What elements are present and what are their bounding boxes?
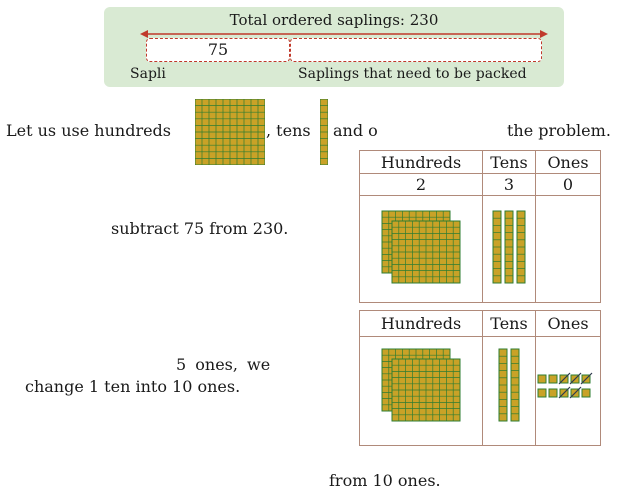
intro-text-4: the problem.: [507, 121, 611, 140]
intro-text-3: and o: [333, 121, 378, 140]
cross-out-mark: [580, 372, 593, 385]
cross-out-mark: [569, 372, 582, 385]
step1-text: subtract 75 from 230.: [111, 219, 289, 238]
t1-blocks-hundreds: [359, 195, 483, 303]
t1-header-hundreds: Hundreds: [359, 150, 483, 174]
place-value-table-2: Hundreds Tens Ones: [359, 310, 601, 446]
step3-text: from 10 ones.: [329, 471, 441, 490]
t1-header-tens: Tens: [482, 150, 536, 174]
step2-line2: change 1 ten into 10 ones.: [25, 377, 241, 396]
cross-out-mark: [558, 386, 571, 399]
hundreds-block: [391, 358, 461, 422]
one-cube: [548, 374, 558, 384]
hundreds-block: [391, 220, 461, 284]
one-cube: [537, 374, 547, 384]
tens-rod: [492, 210, 502, 284]
intro-text-2: , tens: [266, 121, 311, 140]
tens-rod-icon: [320, 99, 328, 165]
t1-header-ones: Ones: [535, 150, 601, 174]
t1-value-ones: 0: [535, 173, 601, 196]
intro-text-1: Let us use hundreds: [6, 121, 172, 140]
tens-rod: [516, 210, 526, 284]
t2-blocks-hundreds: [359, 336, 483, 446]
segment-75: 75: [146, 38, 290, 62]
segment-right-label: Saplings that need to be packed: [298, 66, 527, 82]
t2-header-ones: Ones: [535, 310, 601, 337]
tens-rod: [510, 348, 520, 422]
hundreds-block-icon: [195, 99, 265, 165]
t2-blocks-ones: [535, 336, 601, 446]
tens-rod: [498, 348, 508, 422]
segment-left-label: Sapli: [130, 66, 166, 82]
place-value-table-1: Hundreds Tens Ones 2 3 0: [359, 150, 601, 303]
one-cube: [581, 388, 591, 398]
segment-remaining: [290, 38, 542, 62]
one-cube: [548, 388, 558, 398]
step2-line1: 5 ones, we: [176, 355, 271, 374]
tens-rod: [504, 210, 514, 284]
cross-out-mark: [569, 386, 582, 399]
t1-value-hundreds: 2: [359, 173, 483, 196]
t2-header-hundreds: Hundreds: [359, 310, 483, 337]
t1-value-tens: 3: [482, 173, 536, 196]
cross-out-mark: [558, 372, 571, 385]
total-arrow: [140, 30, 548, 38]
t1-blocks-ones: [535, 195, 601, 303]
banner-title: Total ordered saplings: 230: [229, 11, 439, 29]
t2-blocks-tens: [482, 336, 536, 446]
one-cube: [537, 388, 547, 398]
t1-blocks-tens: [482, 195, 536, 303]
t2-header-tens: Tens: [482, 310, 536, 337]
